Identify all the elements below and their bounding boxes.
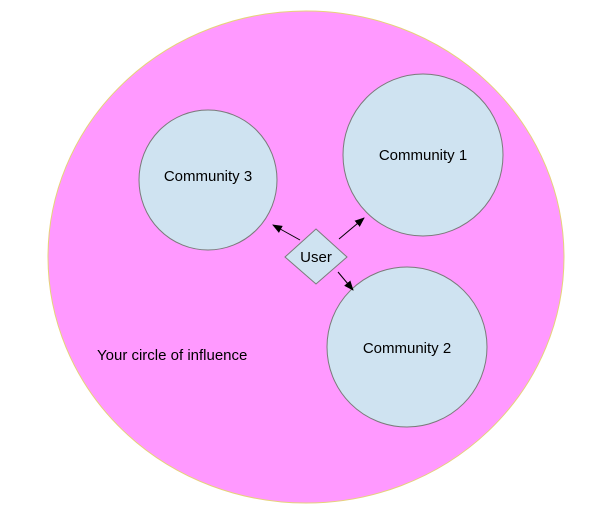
community-1-label: Community 1 [379, 147, 467, 164]
community-2-node [326, 266, 488, 428]
edge-user-to-community-3 [272, 224, 301, 241]
community-3-label: Community 3 [164, 168, 252, 185]
community-2-label: Community 2 [363, 340, 451, 357]
edge-user-to-community-1 [338, 217, 365, 240]
community-3-node [138, 109, 278, 251]
community-1-node [342, 73, 504, 237]
circle-of-influence-label: Your circle of influence [97, 347, 247, 364]
user-node [284, 228, 348, 285]
user-label: User [300, 249, 332, 266]
edge-user-to-community-2 [337, 271, 354, 291]
